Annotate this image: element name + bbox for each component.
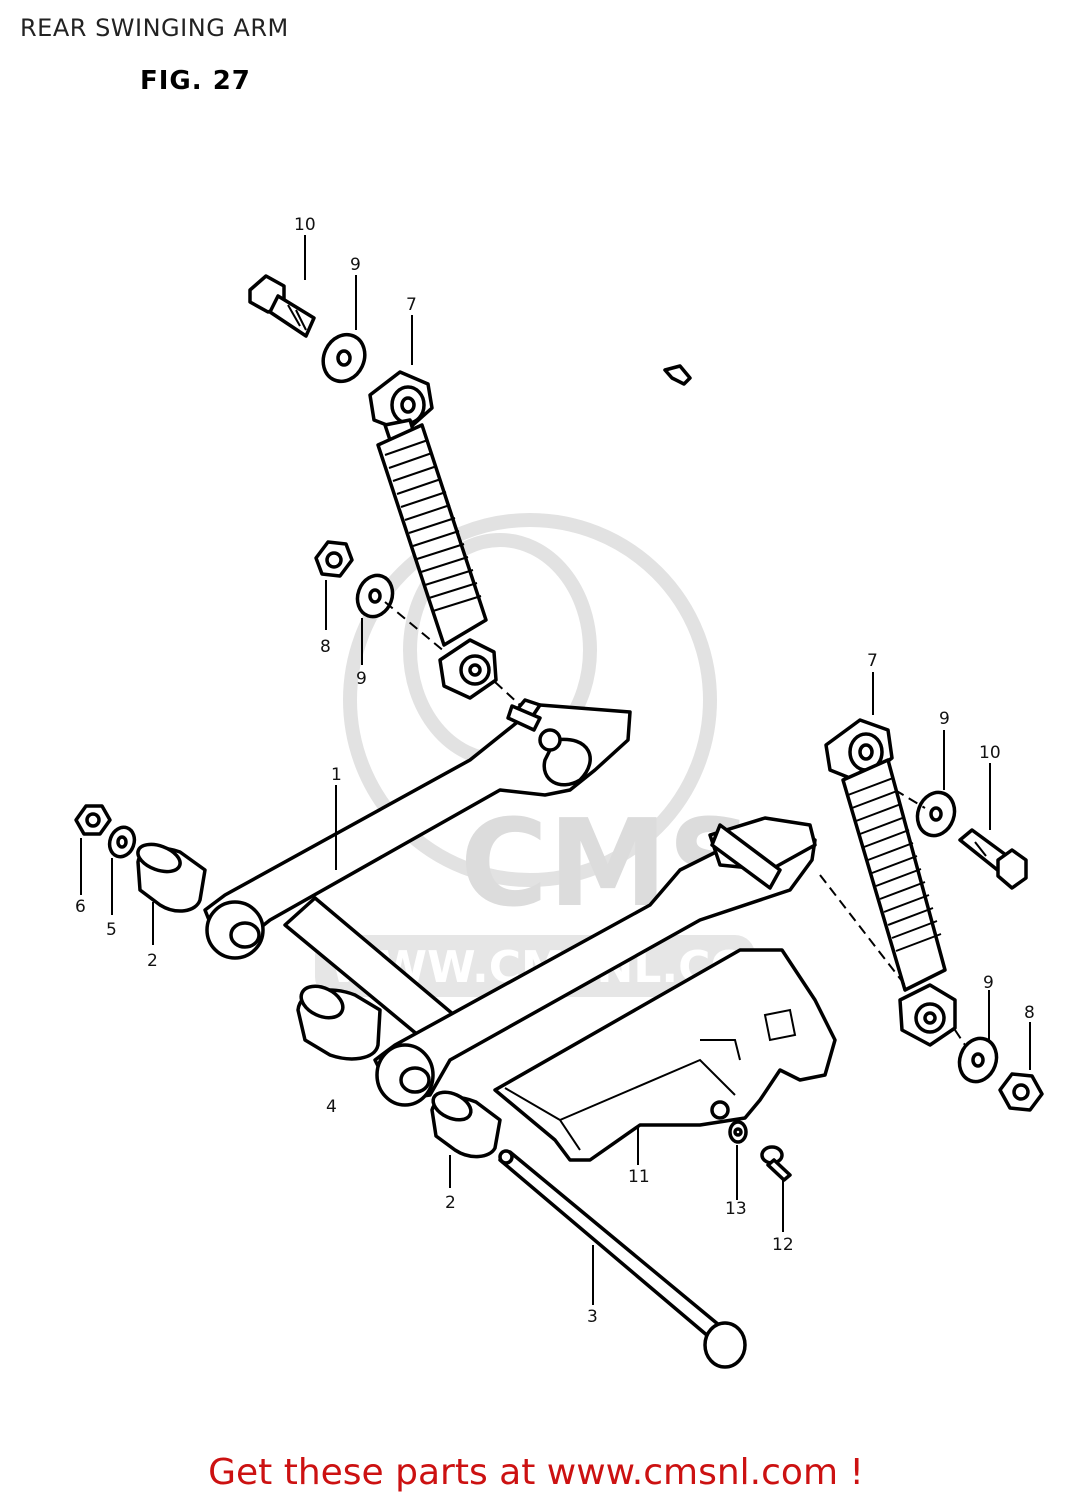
callout-8-left: 8 [320, 637, 331, 657]
callout-13: 13 [725, 1199, 747, 1219]
spacer-4 [296, 984, 382, 1061]
bolt-10-left [248, 274, 316, 338]
callout-3: 3 [587, 1307, 598, 1327]
bushing-2-top [136, 842, 207, 913]
callout-2-bottom: 2 [445, 1193, 456, 1213]
callout-4: 4 [326, 1097, 337, 1117]
nut-6 [74, 804, 112, 836]
nut-8-right [998, 1072, 1044, 1112]
figure-number: FIG. 27 [140, 66, 251, 96]
callout-11: 11 [628, 1167, 650, 1187]
chain-guard-11 [493, 948, 837, 1162]
callout-6: 6 [75, 897, 86, 917]
washer-9-right-upper [915, 790, 957, 838]
callout-1: 1 [331, 765, 342, 785]
callout-5: 5 [106, 920, 117, 940]
clip-piece [663, 364, 692, 386]
callout-10-right: 10 [979, 743, 1001, 763]
callout-9-top: 9 [350, 255, 361, 275]
washer-5 [107, 825, 137, 859]
washer-9-mid [355, 573, 395, 619]
callout-2-top: 2 [147, 951, 158, 971]
callout-7-right: 7 [867, 651, 878, 671]
callout-10-left: 10 [294, 215, 316, 235]
nut-8-left [314, 540, 354, 578]
shock-absorber-left [368, 370, 498, 700]
callout-8-right: 8 [1024, 1003, 1035, 1023]
leader-lines [80, 235, 1031, 1305]
callout-9-right-upper: 9 [939, 709, 950, 729]
callout-12: 12 [772, 1235, 794, 1255]
footer-parts-link[interactable]: Get these parts at www.cmsnl.com ! [208, 1452, 864, 1493]
callout-7-left: 7 [406, 295, 417, 315]
page-title: REAR SWINGING ARM [20, 14, 289, 42]
bolt-12 [760, 1145, 792, 1182]
bolt-10-right [958, 828, 1028, 890]
washer-9-right-lower [957, 1036, 999, 1084]
callout-9-mid: 9 [356, 669, 367, 689]
bushing-2-bottom [430, 1090, 502, 1159]
washer-13 [728, 1120, 748, 1144]
callout-9-right-lower: 9 [983, 973, 994, 993]
shock-absorber-right [824, 718, 957, 1047]
washer-9-top [321, 332, 367, 384]
swing-arm [203, 698, 817, 1107]
pivot-axle-3 [498, 1149, 747, 1369]
